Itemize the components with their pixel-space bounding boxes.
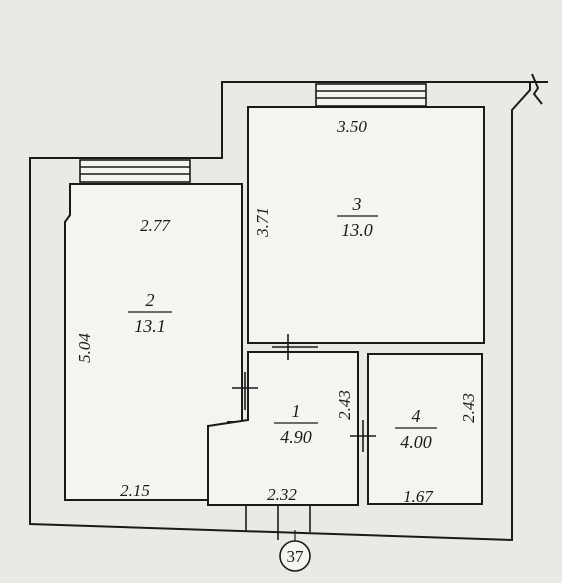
dim-room3-width: 3.50 (336, 117, 367, 136)
axis-marker: 37 (279, 530, 311, 572)
door-room3-room1 (272, 334, 318, 360)
room-3 (247, 106, 485, 344)
room-1 (207, 351, 359, 506)
dim-room3-height: 3.71 (253, 207, 272, 238)
room-4-number: 4 (412, 406, 421, 426)
room-1-number: 1 (292, 401, 301, 421)
break-mark (522, 73, 548, 105)
room-1-area: 4.90 (280, 427, 312, 447)
door-room2-room1 (232, 372, 258, 410)
window-top-room3 (315, 83, 427, 107)
dim-room4-width: 1.67 (403, 487, 434, 506)
dim-room1-height: 2.43 (335, 390, 354, 420)
room-3-number: 3 (352, 194, 362, 214)
room-4 (367, 353, 483, 505)
window-top-room2 (79, 159, 191, 183)
dim-room2-height: 5.04 (75, 333, 94, 363)
dim-room4-height: 2.43 (459, 393, 478, 423)
entrance-door (245, 505, 311, 540)
outer-wall (29, 81, 531, 542)
room-3-area: 13.0 (341, 220, 373, 240)
dim-room2-top: 2.77 (140, 216, 171, 235)
room-4-area: 4.00 (400, 432, 432, 452)
room-2-number: 2 (146, 290, 155, 310)
dim-room1-width: 2.32 (267, 485, 297, 504)
door-room1-room4 (350, 420, 376, 452)
dim-room2-bottom: 2.15 (120, 481, 150, 500)
room-2-area: 13.1 (134, 316, 166, 336)
axis-marker-label: 37 (287, 547, 305, 566)
